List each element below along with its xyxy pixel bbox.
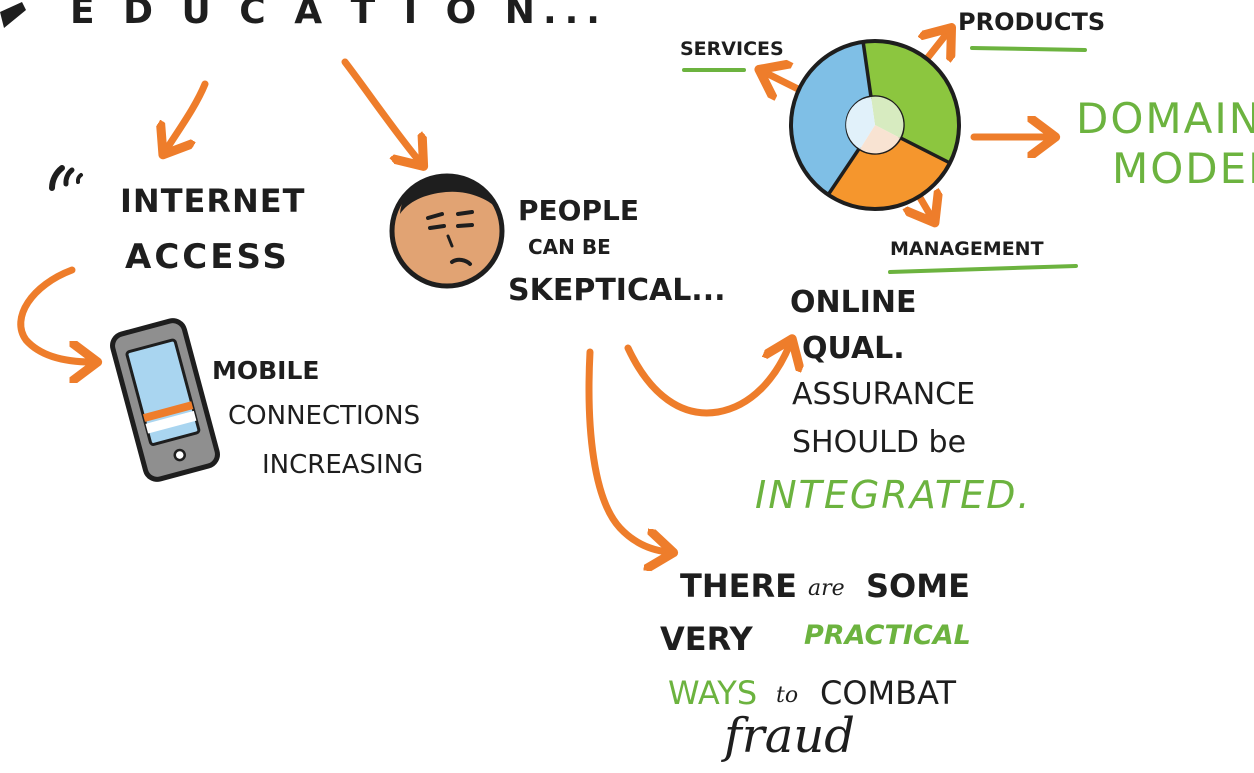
arrow-people-to-fraud [585, 348, 668, 552]
domains-model-line2: MODEL. [1112, 144, 1254, 193]
fraud-to: to [776, 683, 799, 708]
qa-line1: ONLINE [790, 285, 917, 320]
products-label: PRODUCTS [958, 8, 1106, 36]
arrow-education-to-people [341, 58, 420, 162]
fraud-some: SOME [866, 567, 970, 605]
domains-model-line1: DOMAINS [1076, 94, 1254, 143]
pencil-icon [0, 2, 26, 28]
internet-label-line1: INTERNET [120, 182, 306, 220]
people-label-line1: PEOPLE [518, 194, 639, 227]
people-label-line3: SKEPTICAL... [508, 273, 726, 308]
mobile-label-line2: CONNECTIONS [228, 401, 421, 431]
qa-line2: QUAL. [802, 331, 905, 366]
fraud-ways: WAYS [668, 674, 758, 712]
services-label: SERVICES [680, 38, 784, 60]
management-label: MANAGEMENT [890, 238, 1044, 260]
skeptical-face-icon [389, 173, 505, 289]
education-heading: E D U C A T I O N... [70, 0, 608, 32]
phone-icon [110, 318, 220, 482]
fraud-very: VERY [660, 620, 753, 658]
products-underline [970, 46, 1087, 52]
fraud-combat: COMBAT [820, 674, 957, 712]
arrow-people-to-qa [624, 344, 790, 417]
fraud-practical: PRACTICAL [804, 620, 971, 651]
domains-pie-icon [789, 39, 961, 211]
people-label-line2: CAN BE [528, 235, 611, 259]
mobile-label-line1: MOBILE [212, 356, 320, 385]
qa-line3: ASSURANCE [792, 377, 976, 412]
fraud-fraud: fraud [724, 708, 855, 764]
management-underline [888, 264, 1078, 274]
fraud-are: are [808, 576, 845, 601]
qa-line5: INTEGRATED. [755, 473, 1032, 517]
qa-line4: SHOULD be [792, 425, 967, 460]
arrow-internet-to-mobile [17, 266, 92, 362]
fraud-there: THERE [680, 567, 797, 605]
arrow-education-to-internet [166, 80, 209, 150]
mobile-label-line3: INCREASING [262, 450, 424, 480]
wifi-icon [49, 165, 83, 191]
internet-label-line2: ACCESS [125, 237, 290, 277]
